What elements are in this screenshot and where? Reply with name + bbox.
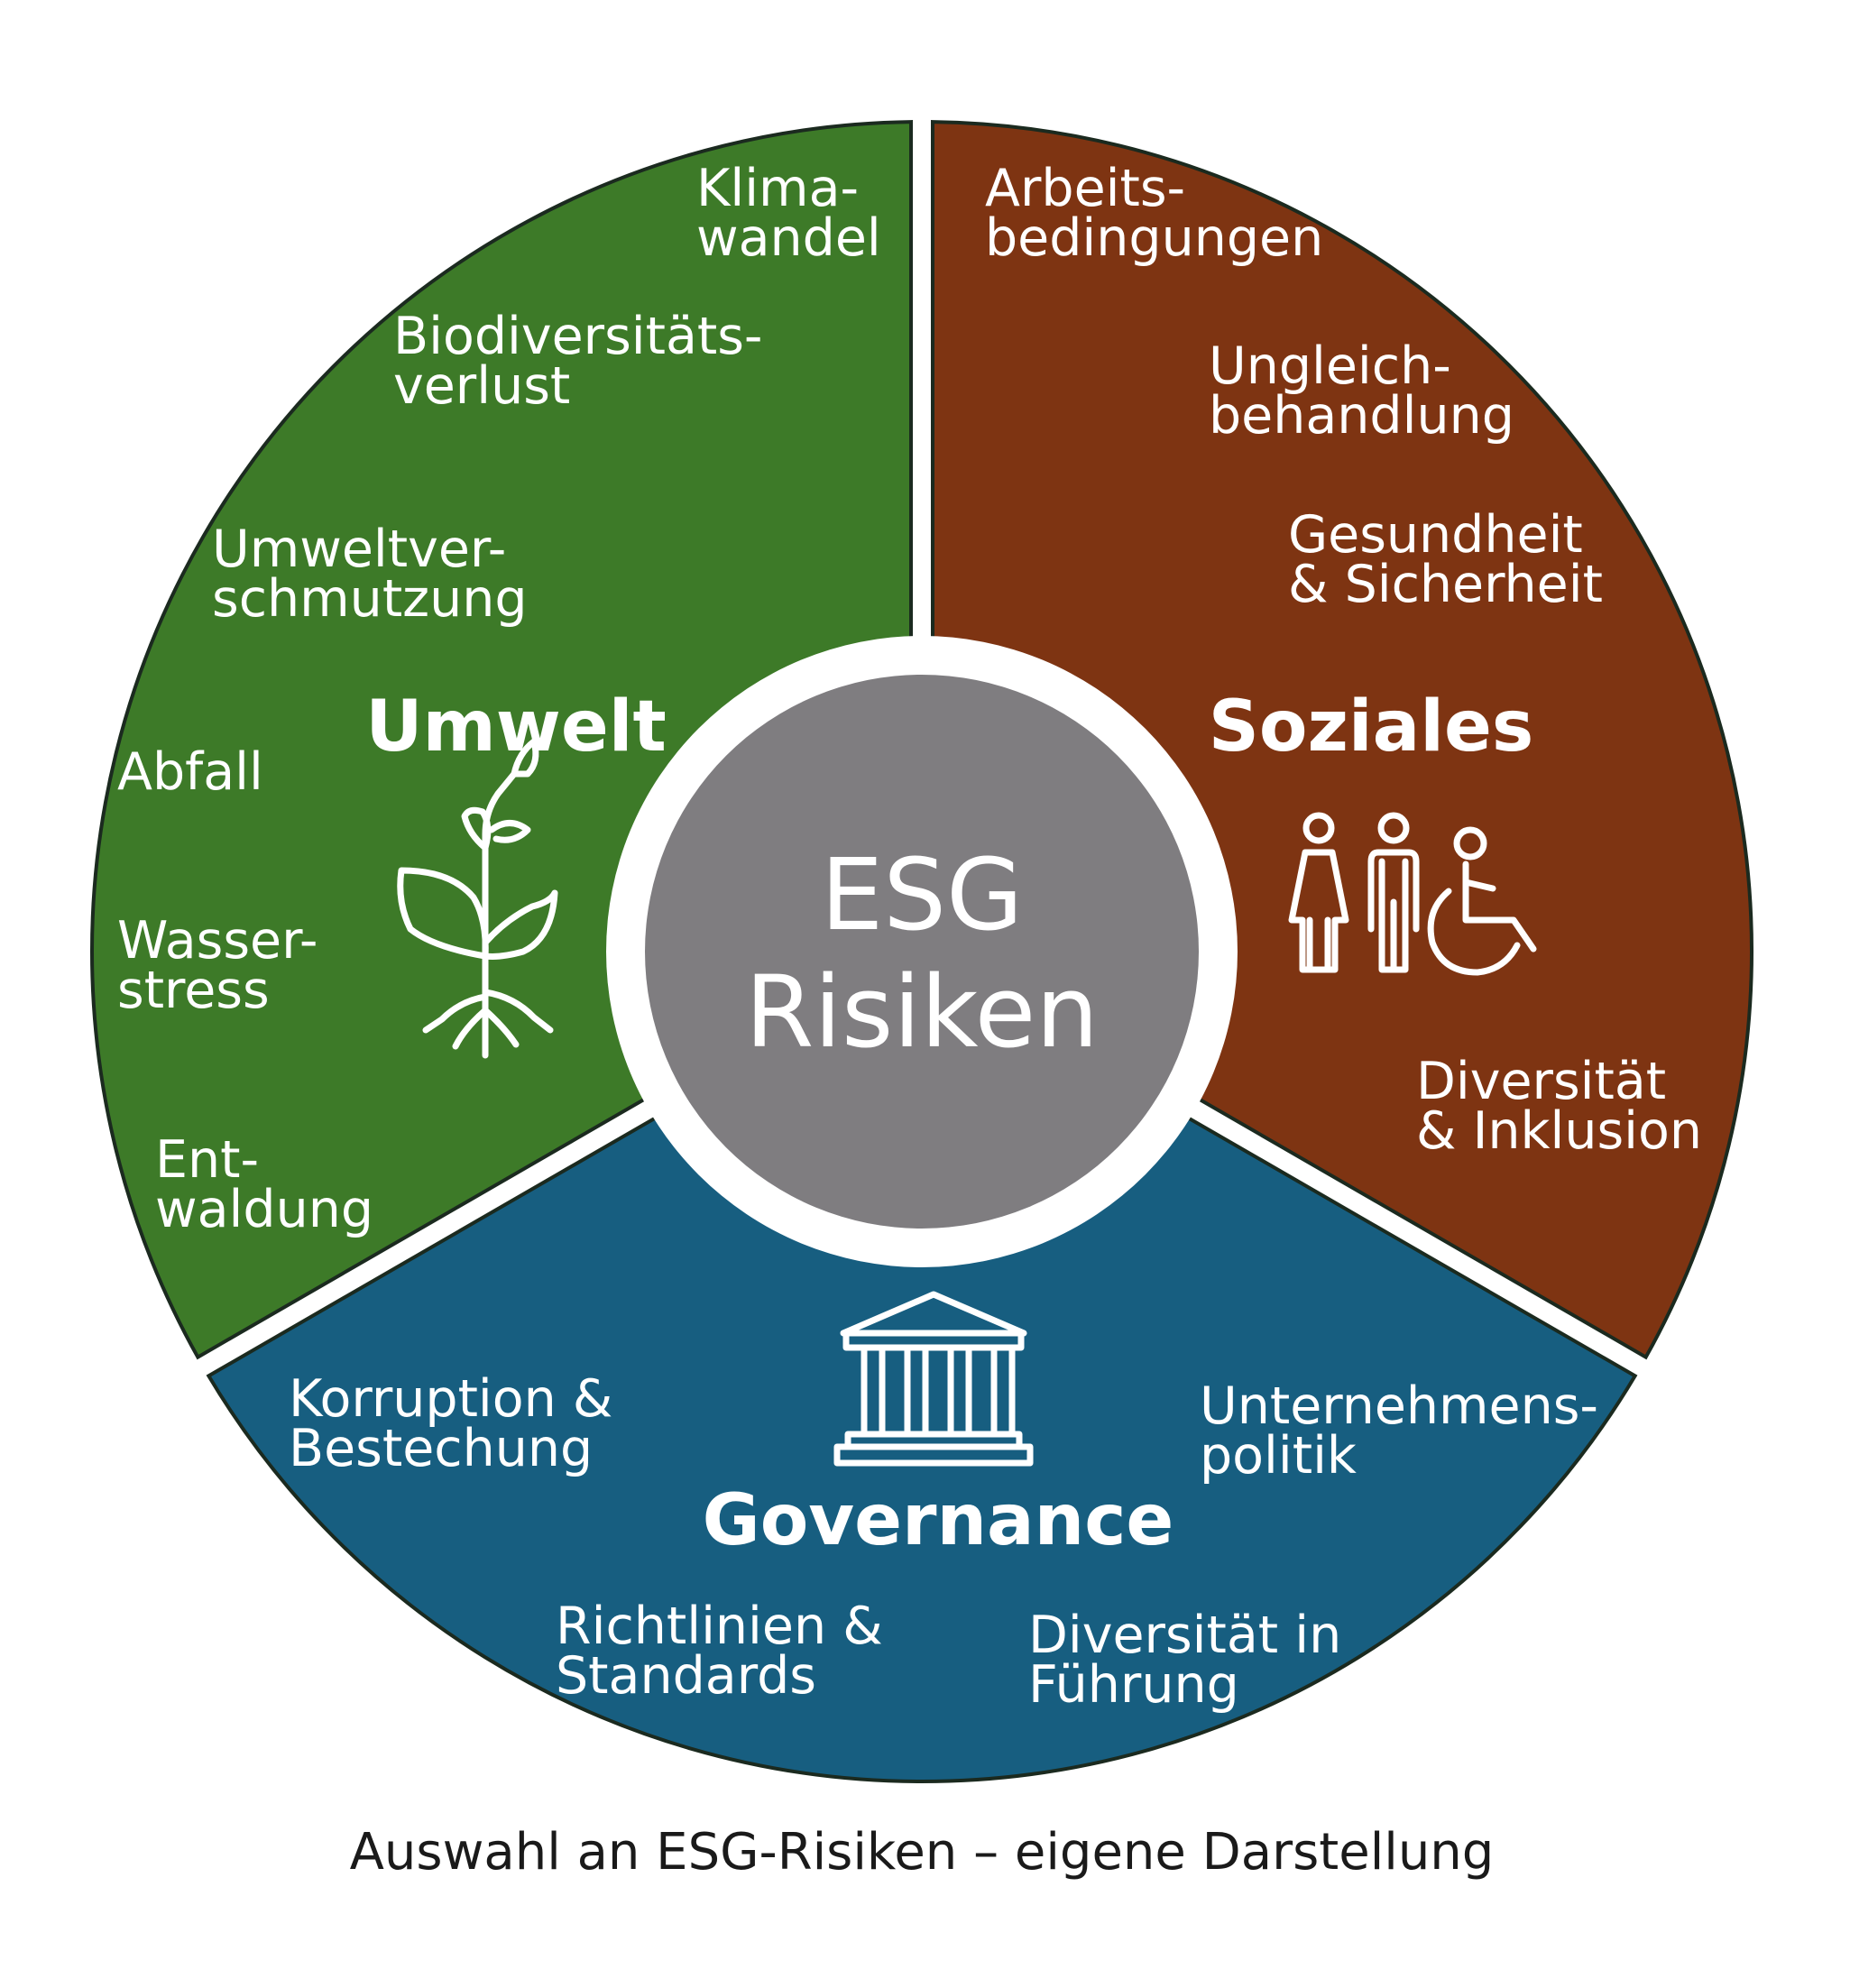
segment-title-soziales: Soziales: [1209, 686, 1534, 768]
umwelt-item-5: Wasser- stress: [117, 911, 335, 1020]
soziales-item-3: Gesundheit & Sicherheit: [1288, 505, 1603, 614]
governance-item-4: Diversität in Führung: [1028, 1606, 1358, 1715]
umwelt-item-4: Abfall: [117, 742, 263, 802]
center-label-line1: ESG: [821, 837, 1024, 953]
plant-icon: [397, 738, 558, 1059]
governance-item-3: Richtlinien & Standards: [556, 1597, 899, 1706]
soziales-item-4: Diversität & Inklusion: [1416, 1052, 1702, 1161]
soziales-item-2: Ungleich- behandlung: [1209, 336, 1514, 446]
umwelt-item-3: Umweltver- schmutzung: [212, 520, 528, 629]
segment-title-governance: Governance: [703, 1480, 1174, 1561]
umwelt-item-1: Klima- wandel: [696, 159, 881, 268]
umwelt-item-2: Biodiversitäts- verlust: [393, 307, 779, 416]
institution-icon: [833, 1291, 1034, 1467]
segment-title-umwelt: Umwelt: [365, 686, 667, 768]
people-icon: [1288, 812, 1537, 976]
umwelt-item-6: Ent- waldung: [155, 1130, 373, 1239]
governance-item-1: Korruption & Bestechung: [289, 1369, 629, 1478]
governance-item-2: Unternehmens- politik: [1200, 1376, 1615, 1486]
caption: Auswahl an ESG-Risiken – eigene Darstell…: [350, 1823, 1495, 1882]
center-label-line2: Risiken: [745, 954, 1099, 1070]
center-disc: [645, 675, 1199, 1229]
soziales-item-1: Arbeits- bedingungen: [985, 159, 1323, 268]
